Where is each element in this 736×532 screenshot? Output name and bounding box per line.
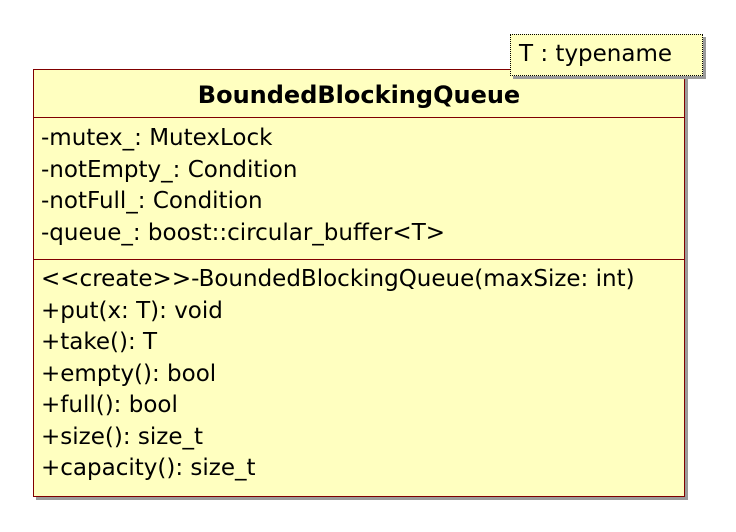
operation-item[interactable]: +empty(): bool [41, 360, 217, 387]
operation-item[interactable]: +size(): size_t [41, 423, 203, 450]
attribute-item[interactable]: -mutex_: MutexLock [41, 125, 273, 151]
operations-compartment: <<create>>-BoundedBlockingQueue(maxSize:… [34, 260, 684, 485]
uml-class-box[interactable]: BoundedBlockingQueue -mutex_: MutexLock … [33, 69, 685, 497]
operation-item[interactable]: <<create>>-BoundedBlockingQueue(maxSize:… [41, 266, 635, 292]
operation-item[interactable]: +take(): T [41, 329, 158, 355]
attribute-item[interactable]: -queue_: boost::circular_buffer<T> [41, 219, 446, 246]
attributes-compartment: -mutex_: MutexLock -notEmpty_: Condition… [34, 118, 684, 260]
operation-item[interactable]: +capacity(): size_t [41, 455, 256, 481]
operation-item[interactable]: +full(): bool [41, 392, 178, 418]
class-name: BoundedBlockingQueue [34, 70, 684, 118]
attribute-item[interactable]: -notEmpty_: Condition [41, 156, 298, 183]
template-parameter-box[interactable]: T : typename [510, 34, 703, 76]
operation-item[interactable]: +put(x: T): void [41, 297, 223, 324]
attribute-item[interactable]: -notFull_: Condition [41, 188, 263, 214]
